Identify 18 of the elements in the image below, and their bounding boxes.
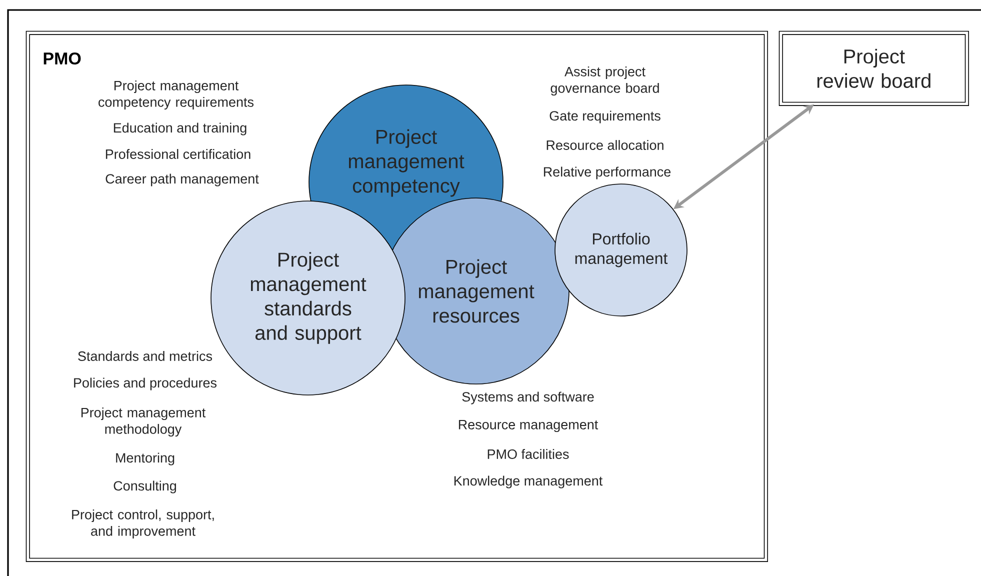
- item-text: Knowledge management: [454, 476, 603, 488]
- item-text: Standards and metrics: [78, 351, 212, 361]
- item-text: Project management competency requirements: [98, 80, 254, 110]
- item-text: Relative performance: [544, 166, 671, 180]
- item-text: Professional certification: [106, 149, 250, 159]
- item-text: Education and training: [114, 122, 246, 136]
- item-text: Project management methodology: [81, 407, 206, 437]
- item-text: Resource allocation: [546, 140, 664, 150]
- item-text: Gate requirements: [550, 110, 660, 124]
- item-text: Systems and software: [462, 392, 594, 404]
- item-text: Consulting: [114, 480, 176, 494]
- item-text: Career path management: [106, 174, 259, 186]
- item-text: Resource management: [458, 420, 598, 432]
- item-text: Project control, support, and improvement: [72, 509, 214, 539]
- review-board-box: Project review board: [778, 30, 969, 106]
- item-text: Mentoring: [116, 452, 174, 466]
- item-text: PMO facilities: [488, 449, 569, 459]
- item-text: Assist project governance board: [550, 66, 659, 96]
